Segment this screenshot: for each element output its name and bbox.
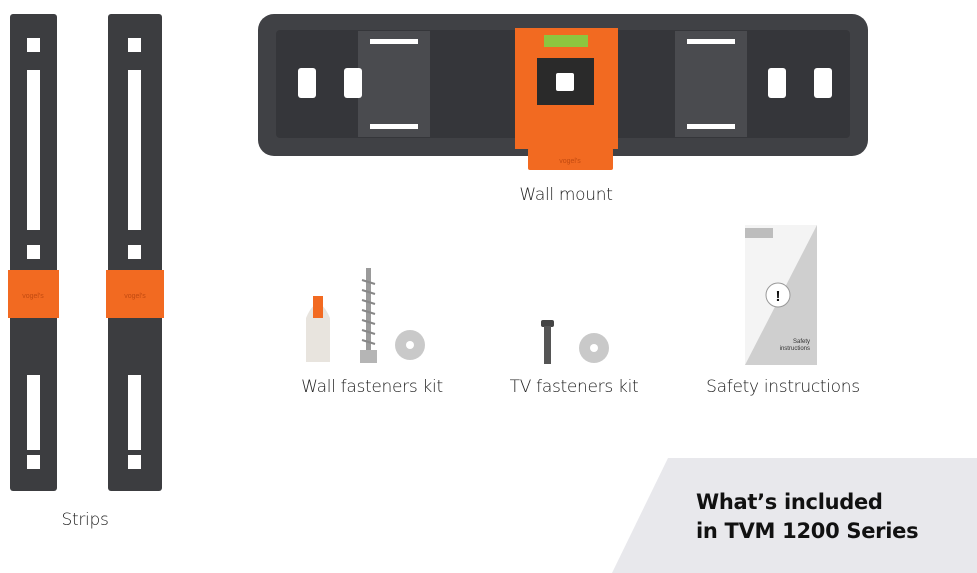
label-tv-fasteners: TV fasteners kit: [509, 377, 639, 397]
strip-right: vogel's: [106, 14, 164, 491]
label-wall-fasteners: Wall fasteners kit: [301, 377, 443, 397]
strip-left: vogel's: [8, 14, 59, 491]
svg-text:!: !: [776, 288, 781, 305]
safety-booklet: !: [745, 225, 817, 365]
headline-panel: [612, 458, 977, 573]
tv-fasteners-kit: [541, 320, 609, 364]
wall-mount: vogel's: [258, 14, 868, 170]
wall-fasteners-kit: [306, 268, 425, 363]
booklet-text: Safety instructions: [779, 339, 810, 352]
svg-text:vogel's: vogel's: [559, 158, 581, 165]
label-safety-instructions: Safety instructions: [706, 377, 860, 397]
label-strips: Strips: [61, 510, 109, 530]
svg-text:vogel's: vogel's: [124, 293, 146, 300]
headline: What’s included in TVM 1200 Series: [696, 490, 919, 543]
label-wall-mount: Wall mount: [519, 185, 613, 205]
svg-text:vogel's: vogel's: [22, 293, 44, 300]
